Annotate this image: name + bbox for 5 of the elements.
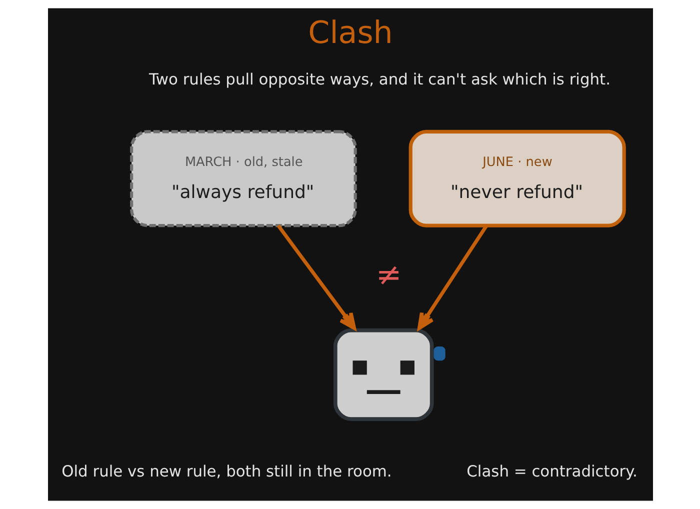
caption: Old rule vs new rule, both still in the room. — [61, 462, 392, 480]
node-label: ≠ — [375, 256, 402, 293]
diagram-title: Clash — [308, 15, 392, 52]
label: Two rules pull opposite ways, and it can't ask which is right. — [148, 70, 610, 88]
label: Clash = contradictory. — [466, 462, 637, 480]
